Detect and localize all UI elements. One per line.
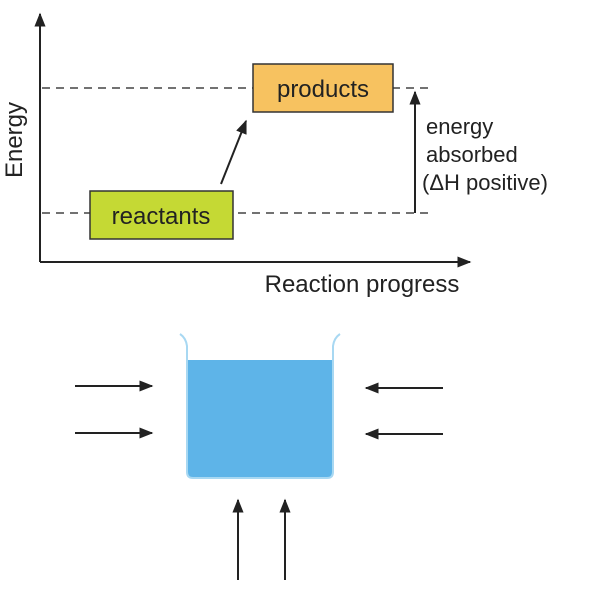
annotation-line-3: (ΔH positive) [422,170,548,195]
reaction-arrow [220,119,247,185]
annotation-line-2: absorbed [426,142,518,167]
beaker-scene [75,333,443,580]
products-label: products [277,76,369,103]
reactants-label: reactants [112,203,211,230]
beaker-water [187,360,333,478]
energy-profile-diagram: Energy Reaction progress reactants produ… [1,12,548,298]
x-axis-label: Reaction progress [265,271,460,298]
products-box [252,63,394,113]
beaker-rim [179,333,341,479]
annotation-line-1: energy [426,114,493,139]
reactants-box [89,190,234,240]
y-axis-label: Energy [1,102,28,178]
